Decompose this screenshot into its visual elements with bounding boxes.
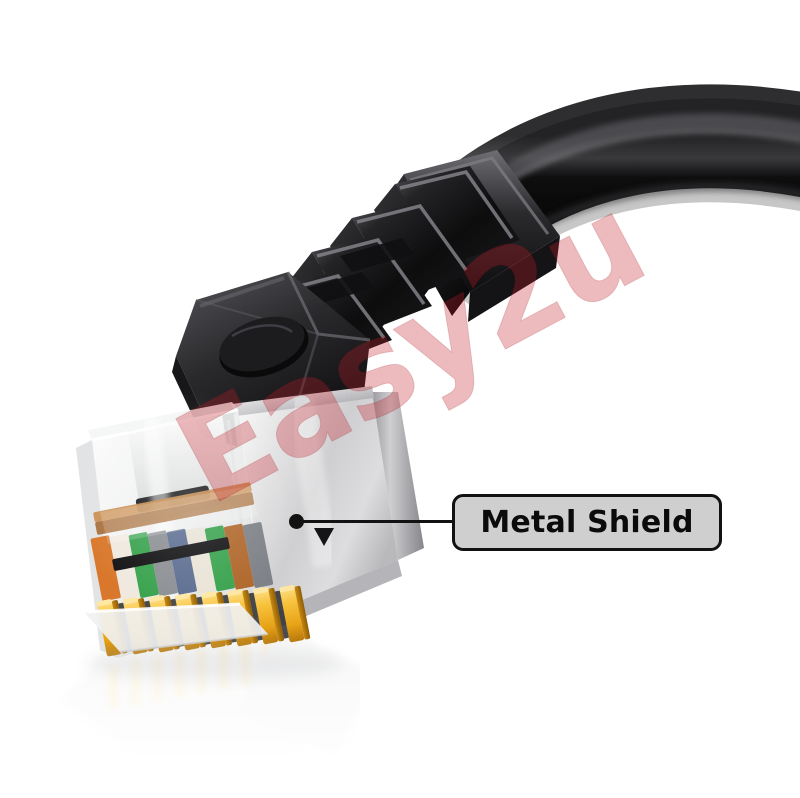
- callout-anchor-dot: [289, 514, 304, 529]
- callout-leader-line: [296, 520, 454, 523]
- callout-box-metal-shield: Metal Shield: [452, 494, 722, 551]
- callout-label-text: Metal Shield: [480, 504, 694, 540]
